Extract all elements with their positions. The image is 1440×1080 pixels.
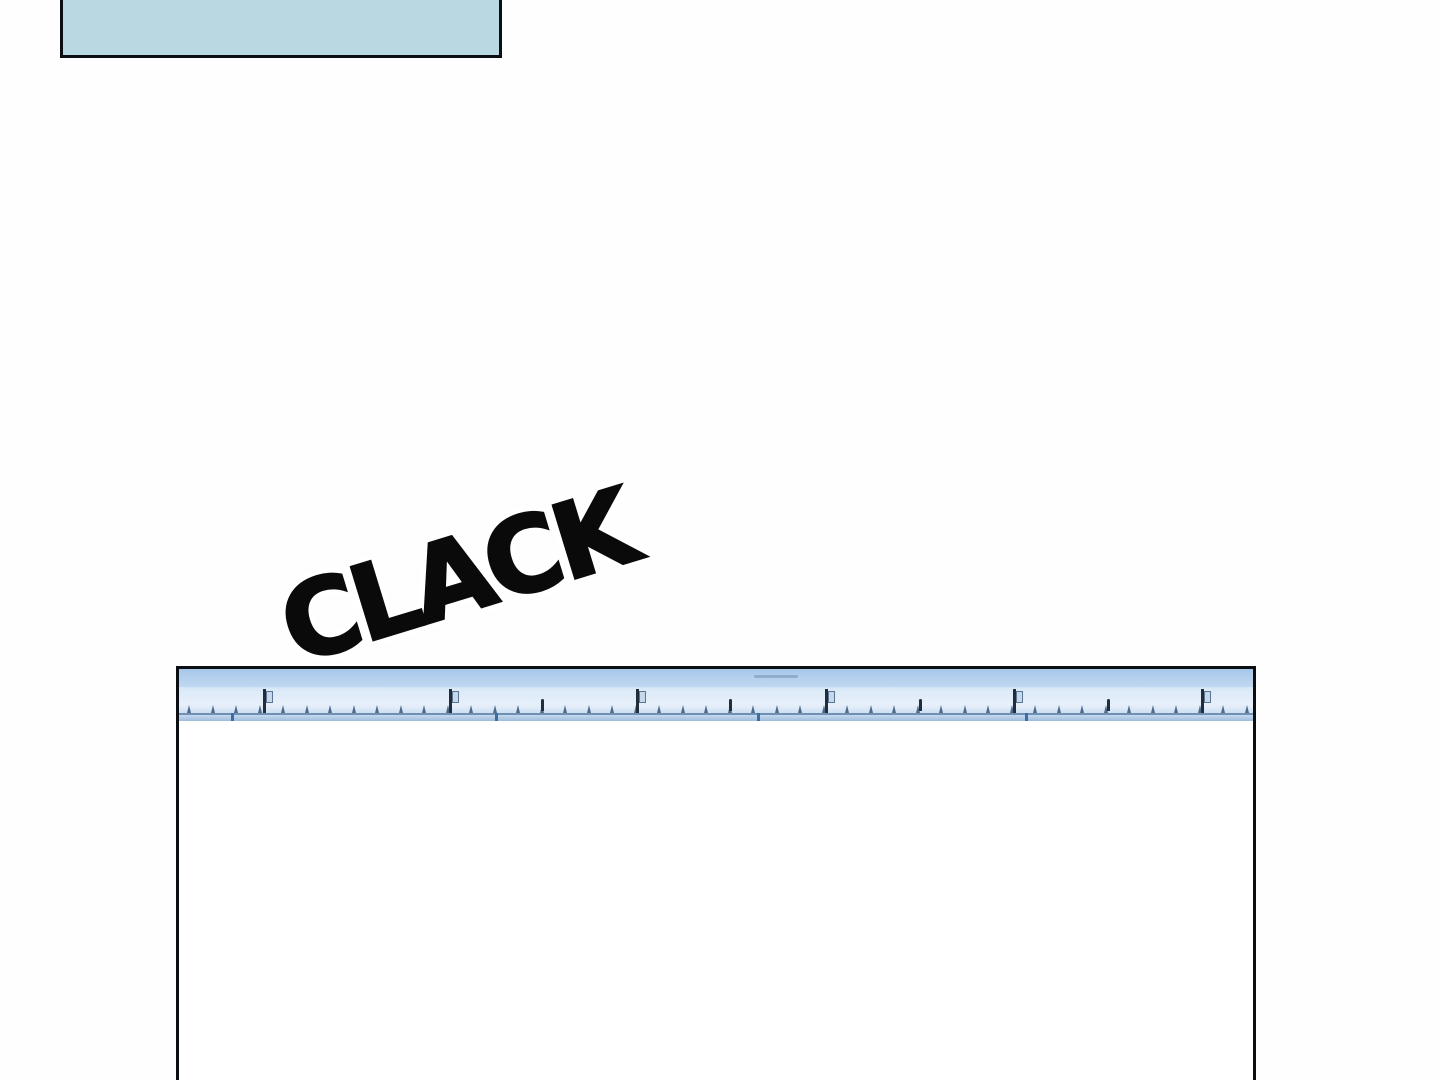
ruler-minor-tick bbox=[610, 705, 614, 713]
ruler-minor-tick bbox=[1080, 705, 1084, 713]
ruler-center-mark bbox=[754, 675, 798, 678]
ruler-minor-tick bbox=[1198, 705, 1202, 713]
ruler-minor-tick bbox=[916, 705, 920, 713]
ruler-minor-tick bbox=[869, 705, 873, 713]
ruler-minor-tick bbox=[822, 705, 826, 713]
ruler-minor-tick bbox=[681, 705, 685, 713]
ruler-major-tick bbox=[449, 689, 459, 713]
ruler-minor-tick bbox=[587, 705, 591, 713]
ruler-minor-tick bbox=[1057, 705, 1061, 713]
ruler-minor-tick bbox=[1033, 705, 1037, 713]
ruler-minor-tick bbox=[986, 705, 990, 713]
ruler-baseline bbox=[179, 713, 1253, 715]
ruler-minor-tick bbox=[1245, 705, 1249, 713]
ruler-minor-tick bbox=[305, 705, 309, 713]
ruler-minor-tick bbox=[775, 705, 779, 713]
ruler-minor-tick bbox=[1174, 705, 1178, 713]
ruler-mid-tick bbox=[1107, 699, 1110, 711]
ruler-minor-tick bbox=[704, 705, 708, 713]
comic-panel-top bbox=[60, 0, 502, 58]
ruler-minor-tick bbox=[187, 705, 191, 713]
ruler-indent-marker bbox=[757, 713, 760, 721]
ruler-major-tick bbox=[1013, 689, 1023, 713]
ruler-minor-tick bbox=[1127, 705, 1131, 713]
ruler-minor-tick bbox=[422, 705, 426, 713]
ruler-minor-tick bbox=[281, 705, 285, 713]
ruler-minor-tick bbox=[469, 705, 473, 713]
ruler-minor-tick bbox=[1151, 705, 1155, 713]
ruler-mid-tick bbox=[541, 699, 544, 711]
ruler-indent-marker bbox=[1025, 713, 1028, 721]
ruler-major-tick bbox=[263, 689, 273, 713]
sound-effect-text: CLACK bbox=[265, 464, 648, 689]
ruler-mid-tick bbox=[919, 699, 922, 711]
document-ruler bbox=[179, 669, 1253, 721]
ruler-top-strip bbox=[179, 669, 1253, 687]
ruler-minor-tick bbox=[516, 705, 520, 713]
ruler-minor-tick bbox=[798, 705, 802, 713]
ruler-minor-tick bbox=[211, 705, 215, 713]
ruler-minor-tick bbox=[375, 705, 379, 713]
ruler-minor-tick bbox=[399, 705, 403, 713]
ruler-minor-tick bbox=[493, 705, 497, 713]
ruler-minor-tick bbox=[352, 705, 356, 713]
ruler-minor-tick bbox=[845, 705, 849, 713]
ruler-minor-tick bbox=[1010, 705, 1014, 713]
ruler-mid-tick bbox=[729, 699, 732, 711]
ruler-minor-tick bbox=[963, 705, 967, 713]
ruler-indent-marker bbox=[231, 713, 234, 721]
ruler-major-tick bbox=[825, 689, 835, 713]
ruler-minor-tick bbox=[328, 705, 332, 713]
ruler-minor-tick bbox=[258, 705, 262, 713]
ruler-minor-tick bbox=[939, 705, 943, 713]
ruler-minor-tick bbox=[1104, 705, 1108, 713]
comic-panel-bottom bbox=[176, 666, 1256, 1080]
ruler-major-tick bbox=[1201, 689, 1211, 713]
ruler-minor-tick bbox=[892, 705, 896, 713]
ruler-minor-tick bbox=[446, 705, 450, 713]
ruler-minor-tick bbox=[657, 705, 661, 713]
ruler-indent-marker bbox=[495, 713, 498, 721]
ruler-minor-tick bbox=[1221, 705, 1225, 713]
ruler-minor-tick bbox=[234, 705, 238, 713]
ruler-minor-tick bbox=[751, 705, 755, 713]
ruler-minor-tick bbox=[563, 705, 567, 713]
ruler-major-tick bbox=[636, 689, 646, 713]
